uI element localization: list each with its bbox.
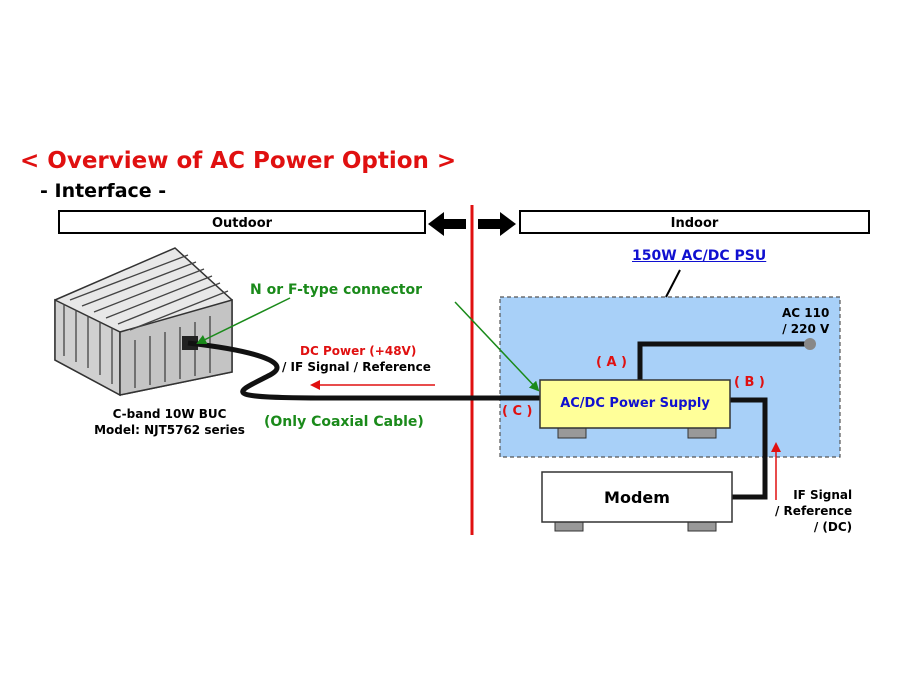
page-subtitle: - Interface - bbox=[40, 180, 167, 202]
ac-input-line2: / 220 V bbox=[782, 322, 830, 336]
cable-note: (Only Coaxial Cable) bbox=[264, 414, 424, 430]
ac-input-line bbox=[637, 341, 810, 380]
ac-plug-icon bbox=[804, 338, 816, 350]
buc-caption-line1: C-band 10W BUC bbox=[112, 407, 227, 421]
psu-link[interactable]: 150W AC/DC PSU bbox=[632, 248, 767, 264]
right-arrow-icon bbox=[478, 212, 516, 236]
dc-power-sublabel: / IF Signal / Reference bbox=[282, 360, 431, 374]
if-signal-line2: / Reference bbox=[775, 504, 853, 518]
buc-caption: C-band 10W BUC Model: NJT5762 series bbox=[72, 406, 267, 438]
if-signal-label: IF Signal / Reference / (DC) bbox=[775, 487, 852, 535]
modem-box bbox=[541, 471, 733, 523]
ac-input-label: AC 110 / 220 V bbox=[782, 305, 829, 337]
power-supply-box bbox=[539, 379, 731, 429]
connector-label: N or F-type connector bbox=[250, 282, 422, 298]
left-arrow-icon bbox=[428, 212, 466, 236]
power-supply-label: AC/DC Power Supply bbox=[560, 396, 710, 411]
buc-caption-line2: Model: NJT5762 series bbox=[94, 423, 245, 437]
connector-arrow-psu bbox=[454, 301, 540, 392]
psu-label-pointer bbox=[665, 269, 681, 298]
if-signal-line3: / (DC) bbox=[813, 520, 853, 534]
indoor-zone-label: Indoor bbox=[519, 210, 870, 234]
coaxial-cable bbox=[187, 340, 540, 401]
port-b-label: ( B ) bbox=[734, 375, 765, 390]
psu-modem-cable bbox=[730, 397, 768, 500]
buc-device-icon bbox=[54, 247, 233, 397]
port-a-label: ( A ) bbox=[596, 355, 627, 370]
connector-arrow-buc bbox=[196, 297, 291, 344]
ac-input-line1: AC 110 bbox=[782, 306, 830, 320]
port-c-label: ( C ) bbox=[502, 404, 533, 419]
dc-power-label: DC Power (+48V) bbox=[300, 344, 417, 358]
modem-label: Modem bbox=[604, 488, 670, 507]
if-signal-line1: IF Signal bbox=[793, 488, 853, 502]
indoor-psu-area bbox=[499, 296, 841, 458]
outdoor-zone-label: Outdoor bbox=[58, 210, 426, 234]
page-title: < Overview of AC Power Option > bbox=[20, 148, 457, 174]
